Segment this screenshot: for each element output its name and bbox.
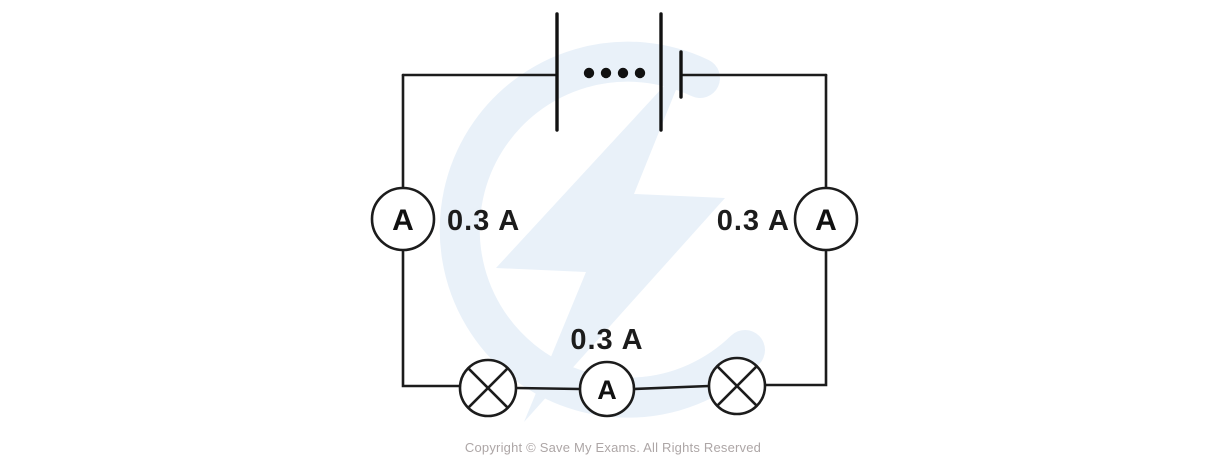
watermark-logo: [439, 41, 765, 422]
lamp-right-icon: [707, 356, 767, 416]
ammeter-right-symbol: A: [815, 204, 837, 237]
watermark-swoosh: [439, 41, 765, 418]
ammeter-bottom-symbol: A: [597, 375, 617, 405]
ammeter-right-reading: 0.3 A: [717, 205, 790, 237]
ammeter-right: A: [793, 186, 859, 252]
lamp-right-cross-2: [716, 365, 758, 407]
wire-right-lower: [763, 248, 828, 387]
ammeter-left-reading: 0.3 A: [447, 205, 520, 237]
battery-cell-dots: [583, 67, 646, 79]
wire-left-lower: [401, 248, 462, 388]
wires: [401, 73, 828, 391]
ammeter-bottom: A: [578, 360, 636, 418]
ammeter-bottom-circle: [578, 360, 636, 418]
lamp-left-cross-2: [467, 367, 509, 409]
ammeter-right-circle: [793, 186, 859, 252]
ammeter-bottom-reading: 0.3 A: [570, 324, 643, 356]
copyright-text: Copyright © Save My Exams. All Rights Re…: [465, 440, 761, 455]
watermark-bolt-icon: [496, 60, 725, 422]
ammeter-left-circle: [370, 186, 436, 252]
battery-icon: [555, 12, 683, 132]
ammeter-left-symbol: A: [392, 204, 414, 237]
lamp-left-icon: [458, 358, 518, 418]
wire-bottom-mid-right: [632, 384, 711, 391]
ammeter-left: A: [370, 186, 436, 252]
wire-bottom-mid-left: [514, 386, 582, 391]
